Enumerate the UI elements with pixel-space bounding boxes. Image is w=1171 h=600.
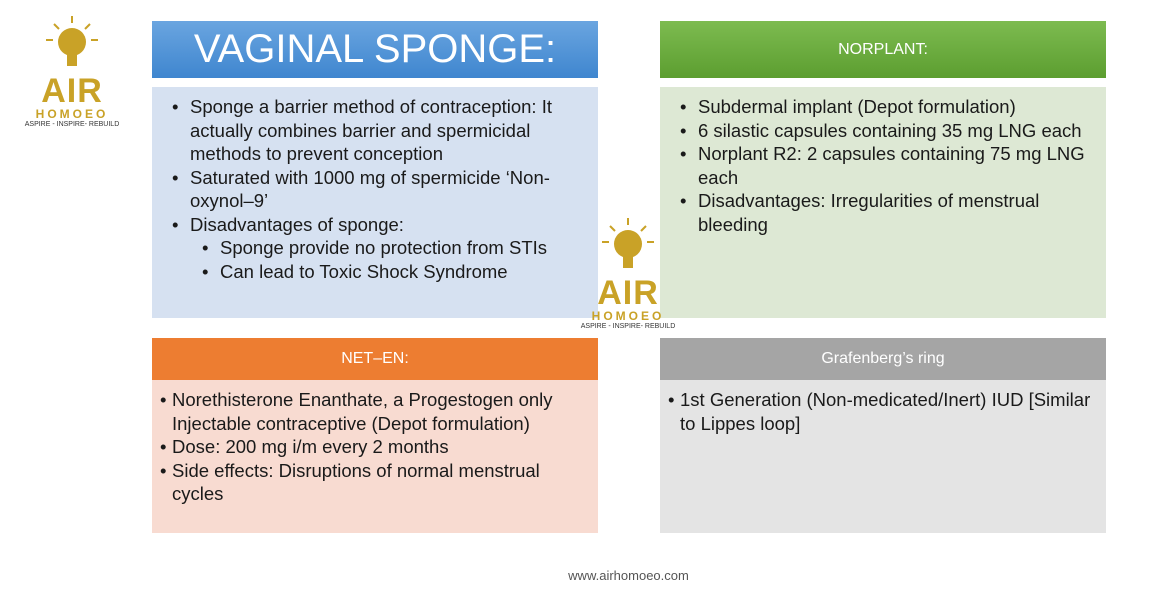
logo-homoeo: HOMOEO [591,309,665,323]
lightbulb-icon [46,16,98,66]
list-item: 6 silastic capsules containing 35 mg LNG… [680,119,1096,143]
logo-air: AIR [41,72,103,110]
neten-title: NET–EN: [341,350,409,367]
neten-panel: Norethisterone Enanthate, a Progestogen … [152,380,598,533]
list-item: Sponge a barrier method of contraception… [172,95,588,166]
sub-list-item: Can lead to Toxic Shock Syndrome [202,260,588,284]
grafenberg-header: Grafenberg’s ring [660,338,1106,380]
logo-tagline: ASPIRE - INSPIRE- REBUILD [580,323,676,330]
list-item: Subdermal implant (Depot formulation) [680,95,1096,119]
norplant-title: NORPLANT: [838,40,928,58]
list-item: Norplant R2: 2 capsules containing 75 mg… [680,142,1096,189]
norplant-panel: Subdermal implant (Depot formulation) 6 … [660,87,1106,318]
footer-url: www.airhomoeo.com [568,568,689,583]
logo-homoeo: HOMOEO [35,107,109,121]
neten-header: NET–EN: [152,338,598,380]
logo-top-left: AIR HOMOEO ASPIRE - INSPIRE- REBUILD [22,14,122,128]
list-item: Disadvantages: Irregularities of menstru… [680,189,1096,236]
list-item: Disadvantages of sponge: [172,213,588,237]
list-item: Side effects: Disruptions of normal mens… [160,459,588,506]
logo-center: AIR HOMOEO ASPIRE - INSPIRE- REBUILD [578,216,678,330]
list-item: Dose: 200 mg i/m every 2 months [160,435,588,459]
list-item: 1st Generation (Non-medicated/Inert) IUD… [668,388,1096,435]
logo-air: AIR [597,274,659,312]
grafenberg-panel: 1st Generation (Non-medicated/Inert) IUD… [660,380,1106,533]
grafenberg-title: Grafenberg’s ring [821,350,945,367]
norplant-header: NORPLANT: [660,21,1106,78]
logo-tagline: ASPIRE - INSPIRE- REBUILD [24,121,120,128]
lightbulb-icon [602,218,654,268]
list-item: Norethisterone Enanthate, a Progestogen … [160,388,588,435]
sponge-panel: Sponge a barrier method of contraception… [152,87,598,318]
sponge-title: VAGINAL SPONGE: [193,27,557,71]
sponge-header: VAGINAL SPONGE: [152,21,598,78]
list-item: Saturated with 1000 mg of spermicide ‘No… [172,166,588,213]
sub-list-item: Sponge provide no protection from STIs [202,236,588,260]
